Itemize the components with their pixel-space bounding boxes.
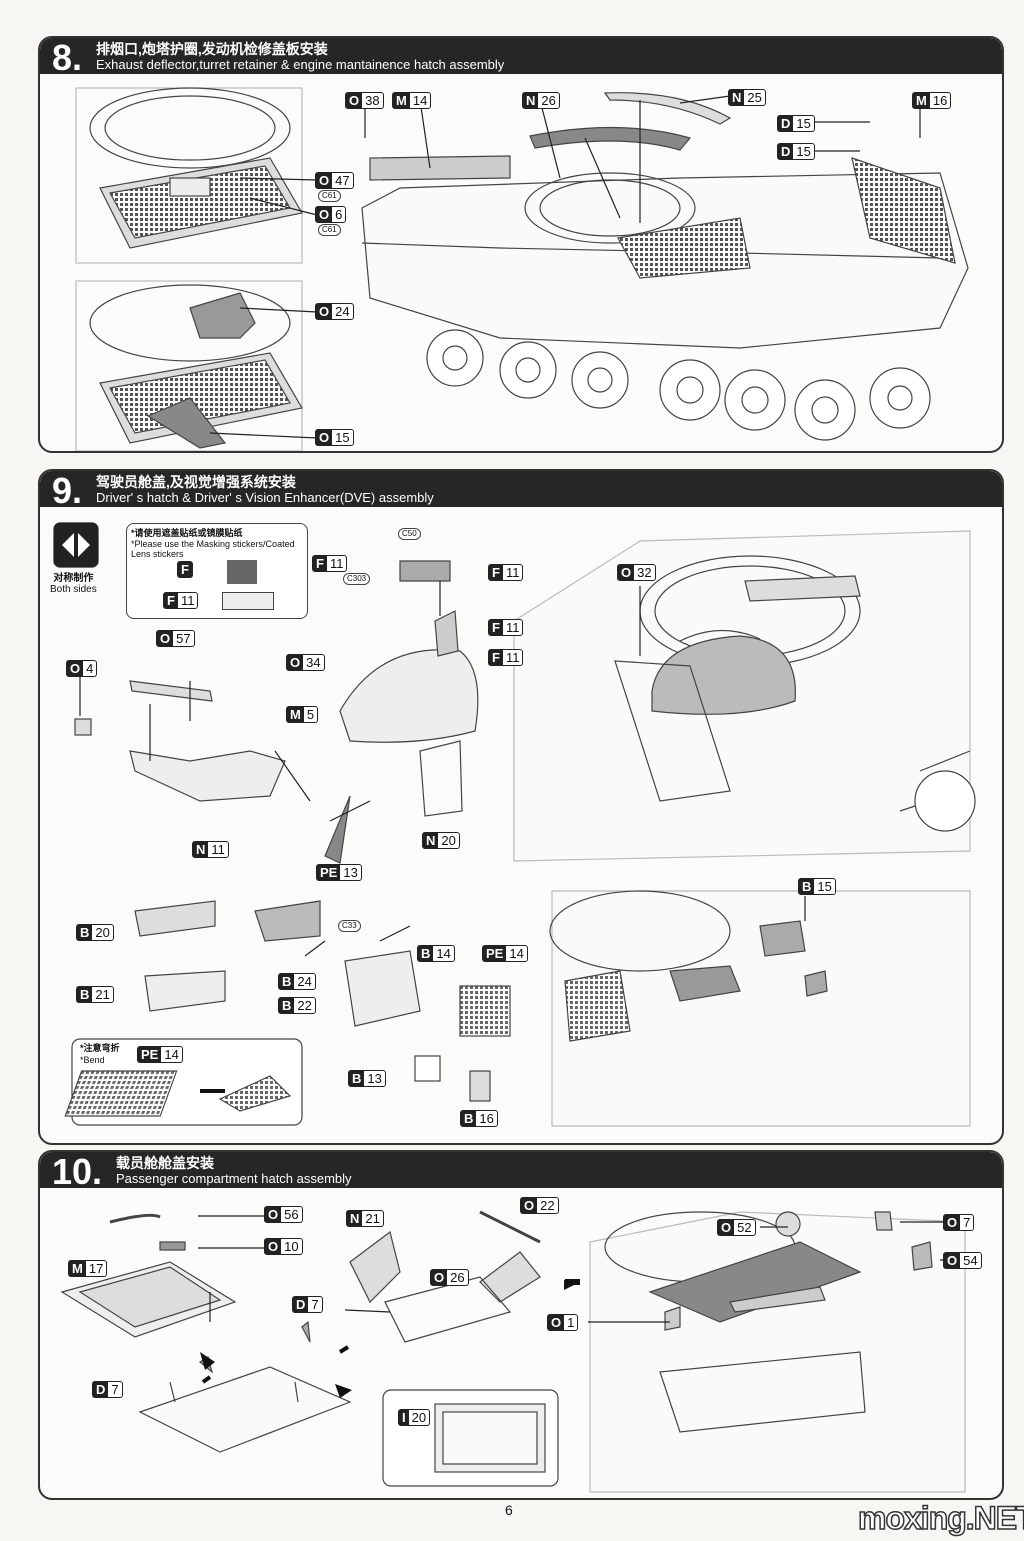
step-title-zh: 排烟口,炮塔护圈,发动机检修盖板安装 xyxy=(96,41,328,57)
step-title-zh: 载员舱舱盖安装 xyxy=(116,1155,214,1171)
step-title-en: Passenger compartment hatch assembly xyxy=(116,1171,352,1186)
step-number: 10. xyxy=(52,1151,103,1192)
bend-note-en: *Bend xyxy=(80,1055,105,1065)
watermark: moxing.NET xyxy=(857,1499,1024,1537)
both-sides-label: 对称制作 Both sides xyxy=(50,573,97,595)
mask-note-box: *请使用遮盖贴纸或镜膜贴纸 *Please use the Masking st… xyxy=(126,523,308,619)
step-9-drawing xyxy=(53,522,976,1127)
lens-part xyxy=(227,560,257,584)
mask-note-en: *Please use the Masking stickers/Coated … xyxy=(131,539,295,559)
step-title-zh: 驾驶员舱盖,及视觉增强系统安装 xyxy=(96,474,296,490)
lens-part xyxy=(222,592,274,610)
step-9-panel: 9. 驾驶员舱盖,及视觉增强系统安装 Driver' s hatch & Dri… xyxy=(38,469,1004,1145)
color-code: C303 xyxy=(343,573,371,585)
step-10-header: 10. 载员舱舱盖安装 Passenger compartment hatch … xyxy=(40,1152,1002,1192)
color-code: C50 xyxy=(398,528,421,540)
bend-note-zh: *注意弯折 xyxy=(80,1043,120,1053)
mask-note-zh: *请使用遮盖贴纸或镜膜贴纸 xyxy=(131,528,243,538)
color-code: C33 xyxy=(338,920,361,932)
step-number: 9. xyxy=(52,470,83,511)
step-8-header: 8. 排烟口,炮塔护圈,发动机检修盖板安装 Exhaust deflector,… xyxy=(40,38,1002,78)
step-title-en: Driver' s hatch & Driver' s Vision Enhan… xyxy=(96,490,434,505)
step-10-drawing xyxy=(60,1206,966,1493)
page-number: 6 xyxy=(505,1502,513,1518)
part-tag: F xyxy=(177,561,193,578)
step-9-header: 9. 驾驶员舱盖,及视觉增强系统安装 Driver' s hatch & Dri… xyxy=(40,471,1002,511)
color-code: C61 xyxy=(318,224,341,236)
step-10-panel: 10. 载员舱舱盖安装 Passenger compartment hatch … xyxy=(38,1150,1004,1500)
step-8-drawing xyxy=(75,87,969,451)
step-8-panel: 8. 排烟口,炮塔护圈,发动机检修盖板安装 Exhaust deflector,… xyxy=(38,36,1004,453)
color-code: C61 xyxy=(318,190,341,202)
step-number: 8. xyxy=(52,37,83,78)
step-title-en: Exhaust deflector,turret retainer & engi… xyxy=(96,57,505,72)
